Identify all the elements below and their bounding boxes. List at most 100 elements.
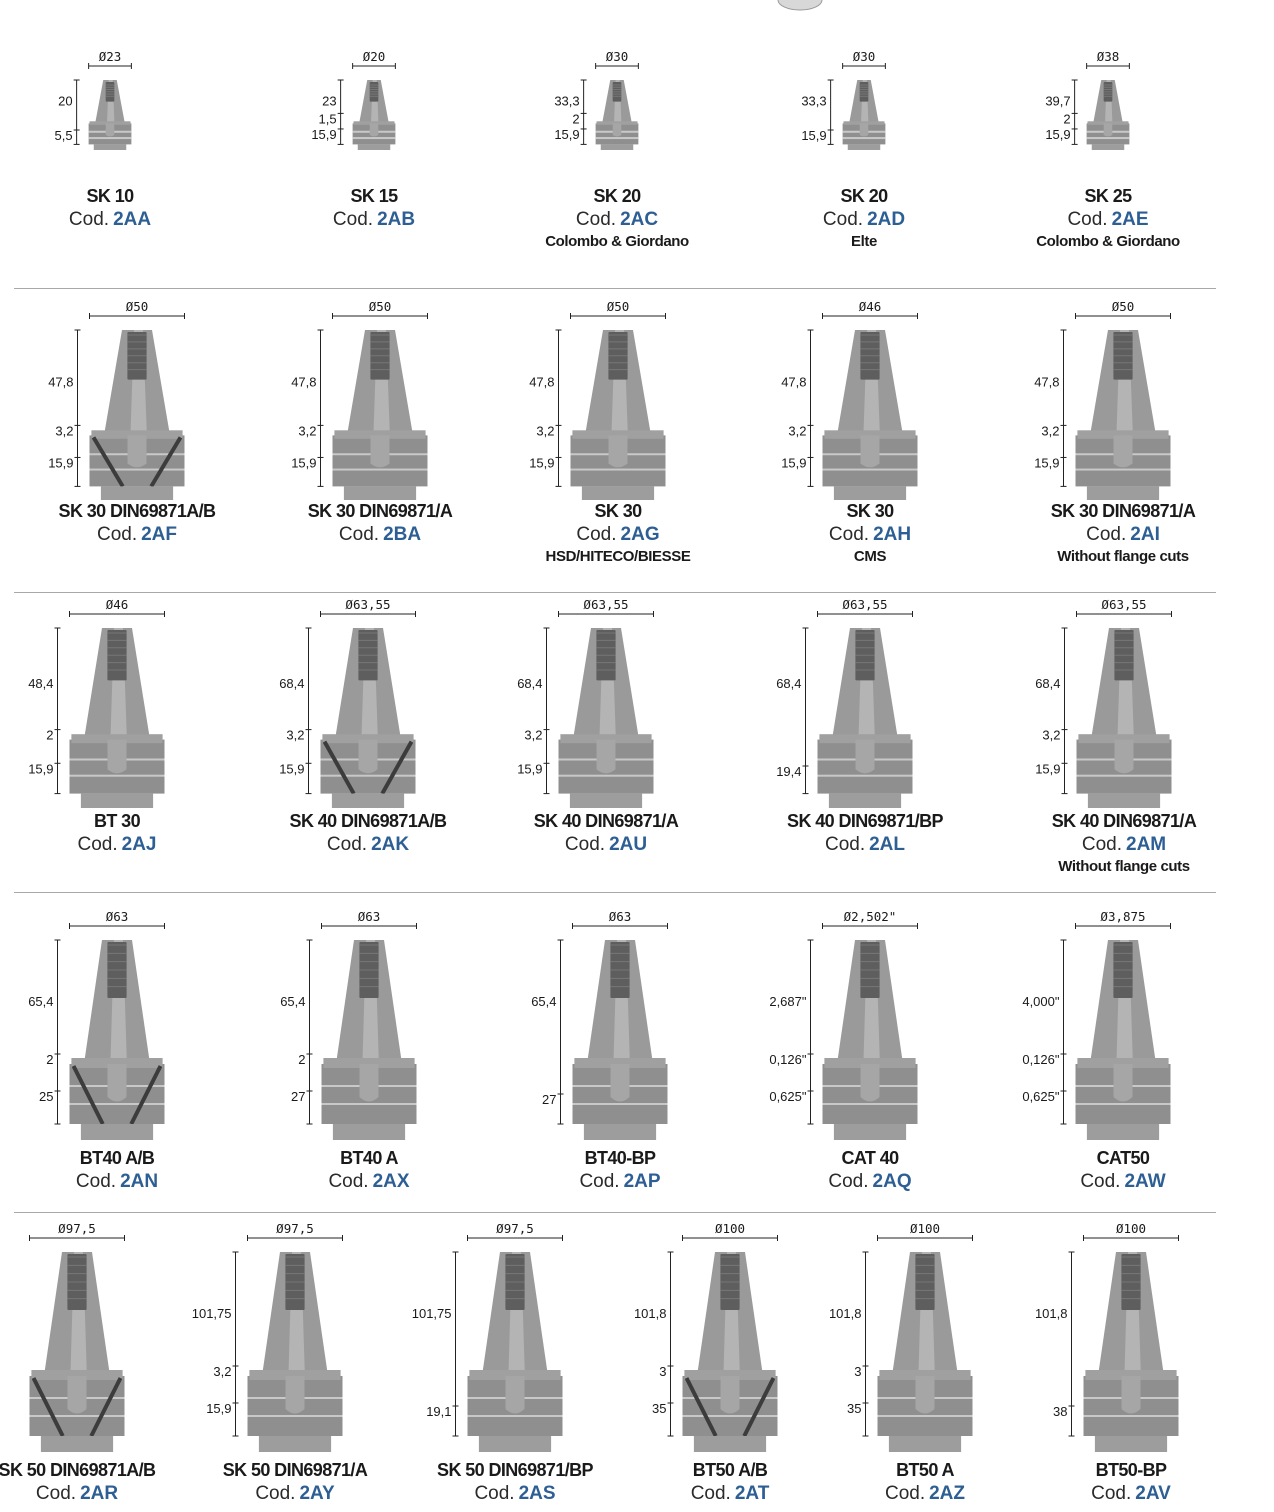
- tool-holder-drawing: [570, 330, 666, 500]
- tool-holder-drawing: [29, 1252, 125, 1452]
- diameter-label: Ø46: [106, 597, 129, 612]
- code-prefix: Cod.: [474, 1483, 515, 1504]
- diameter-label: Ø23: [99, 49, 122, 64]
- product-code-line: Cod.2AC: [487, 207, 747, 232]
- tool-holder-drawing: [1086, 80, 1130, 150]
- code-prefix: Cod.: [332, 209, 374, 230]
- dimension-label: 47,8: [1034, 375, 1059, 390]
- model-name: SK 40 DIN69871A/B: [289, 811, 447, 831]
- diameter-label: Ø63: [358, 909, 381, 924]
- code-prefix: Cod.: [96, 524, 138, 545]
- model-name: BT50-BP: [1095, 1460, 1167, 1480]
- product-code-line: Cod.2AZ: [795, 1481, 1055, 1506]
- diameter-label: Ø2,502": [844, 909, 897, 924]
- dimension-label: 3,2: [55, 423, 73, 438]
- diameter-label: Ø63,55: [1101, 597, 1146, 612]
- dimension-label: 15,9: [517, 761, 542, 776]
- tool-holder-drawing: [822, 330, 918, 500]
- dimension-label: 38: [1053, 1404, 1067, 1419]
- dimension-label: 65,4: [280, 994, 305, 1009]
- product-code-line: Cod.2AH: [740, 522, 1000, 547]
- dimension-label: 68,4: [517, 676, 542, 691]
- model-name: SK 15: [350, 186, 398, 206]
- dimension-label: 19,1: [426, 1404, 451, 1419]
- tool-holder-drawing: [69, 628, 165, 808]
- dimension-label: 2: [298, 1052, 305, 1067]
- model-name: BT50 A: [896, 1460, 954, 1480]
- product-code-line: Cod.2AB: [244, 207, 504, 232]
- dimension-label: 0,126": [769, 1052, 807, 1067]
- dimension-label: 3,2: [286, 728, 304, 743]
- code-prefix: Cod.: [338, 524, 380, 545]
- diameter-label: Ø97,5: [496, 1221, 534, 1236]
- product-code: 2AY: [299, 1483, 335, 1504]
- row-divider: [14, 892, 1216, 893]
- model-name: BT40 A: [340, 1148, 398, 1168]
- diameter-label: Ø100: [715, 1221, 745, 1236]
- dimension-label: 15,9: [291, 455, 316, 470]
- model-name: SK 25: [1084, 186, 1132, 206]
- code-prefix: Cod.: [255, 1483, 296, 1504]
- diameter-label: Ø30: [606, 49, 629, 64]
- dimension-label: 23: [322, 94, 336, 109]
- diameter-label: Ø63,55: [345, 597, 390, 612]
- diameter-label: Ø46: [859, 299, 882, 314]
- dimension-label: 65,4: [28, 994, 53, 1009]
- model-note: Elte: [851, 233, 877, 250]
- code-prefix: Cod.: [822, 209, 864, 230]
- tool-holder-drawing: [332, 330, 428, 500]
- dimension-label: 2: [572, 111, 579, 126]
- diameter-label: Ø50: [369, 299, 392, 314]
- product-code-line: Cod.2AD: [734, 207, 994, 232]
- dimension-label: 5,5: [55, 128, 73, 143]
- product-code-line: Cod.2AA: [0, 207, 240, 232]
- code-prefix: Cod.: [1067, 209, 1108, 230]
- product-code-line: Cod.2AU: [476, 832, 736, 857]
- product-code-line: Cod.2AT: [600, 1481, 860, 1506]
- dimension-label: 101,8: [829, 1306, 862, 1321]
- product-code: 2AE: [1111, 209, 1149, 230]
- diameter-label: Ø63: [609, 909, 632, 924]
- product-code: 2AK: [371, 834, 410, 855]
- code-prefix: Cod.: [828, 524, 870, 545]
- code-prefix: Cod.: [1091, 1483, 1132, 1504]
- row-divider: [14, 288, 1216, 289]
- product-code: 2AS: [518, 1483, 556, 1504]
- dimension-label: 3,2: [524, 728, 542, 743]
- dimension-label: 15,9: [781, 455, 806, 470]
- diameter-label: Ø63: [106, 909, 129, 924]
- decorative-tool-fragment: [777, 0, 823, 11]
- product-code-line: Cod.2AG: [488, 522, 748, 547]
- tool-holder-drawing: [89, 330, 185, 500]
- dimension-label: 47,8: [291, 375, 316, 390]
- model-name: SK 30 DIN69871/A: [1050, 501, 1196, 521]
- dimension-label: 101,75: [412, 1306, 452, 1321]
- dimension-label: 68,4: [1035, 676, 1060, 691]
- tool-holder-drawing: [682, 1252, 778, 1452]
- row-divider: [14, 1212, 1216, 1213]
- model-name: CAT50: [1096, 1148, 1150, 1168]
- diameter-label: Ø38: [1097, 49, 1120, 64]
- model-name: BT40-BP: [584, 1148, 656, 1168]
- dimension-label: 3,2: [298, 423, 316, 438]
- model-name: SK 10: [86, 186, 134, 206]
- product-code: 2AN: [120, 1171, 159, 1192]
